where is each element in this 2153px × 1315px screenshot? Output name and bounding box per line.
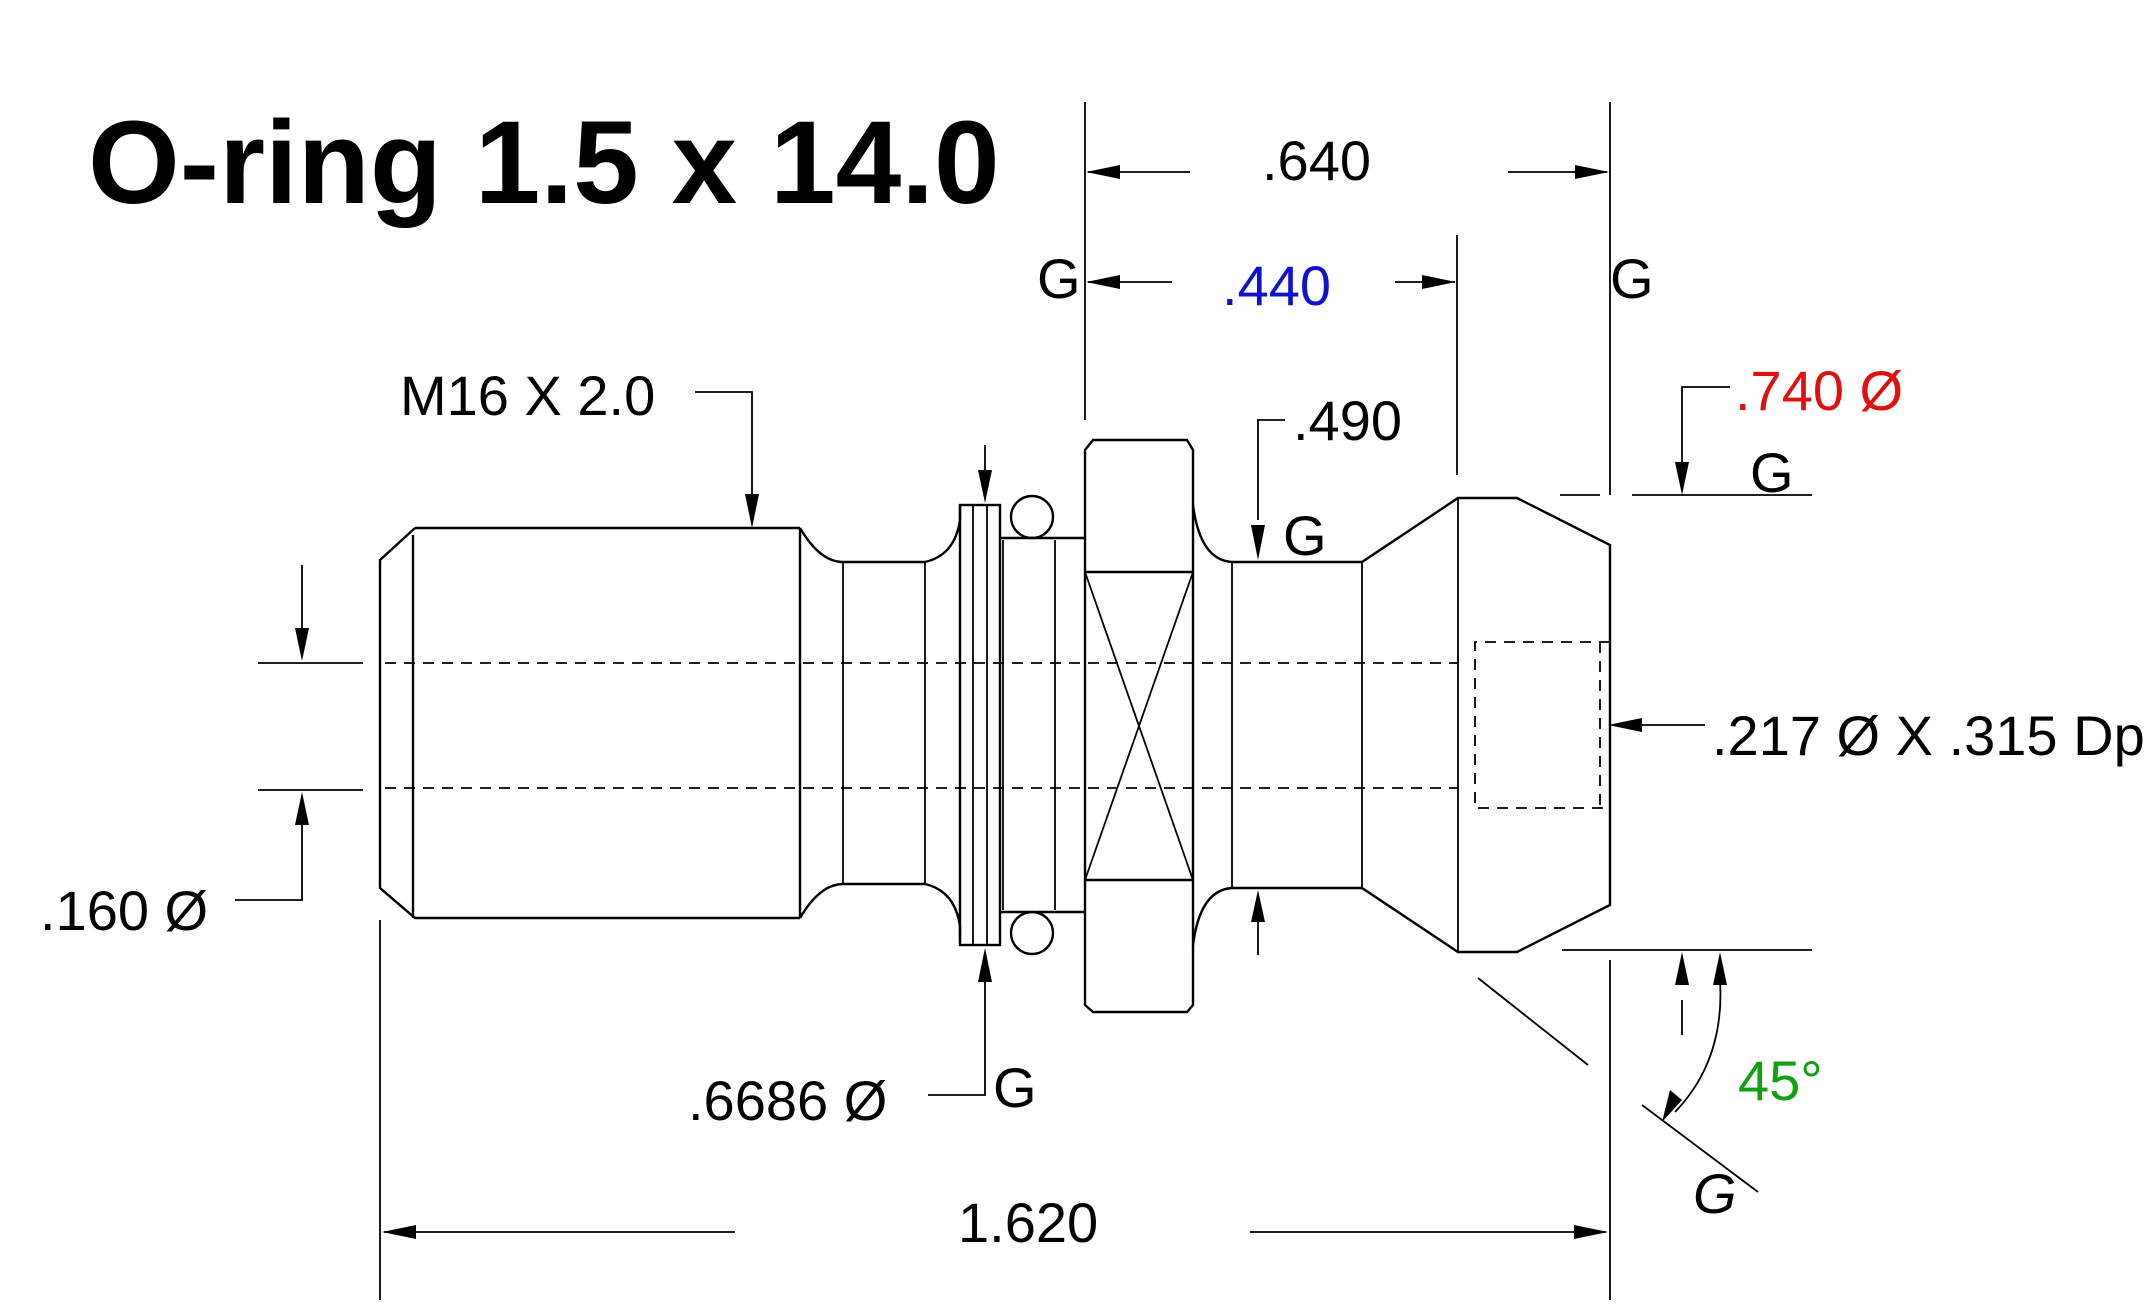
dim-bore-diameter: .160 Ø — [40, 565, 363, 942]
gdt-g-head-right: G — [1610, 247, 1654, 310]
dim-490-label: .490 — [1293, 389, 1402, 452]
gdt-g-head-diameter: G — [1750, 441, 1794, 504]
dim-head-length: .640 — [1086, 129, 1609, 192]
dim-6686-label: .6686 Ø — [688, 1069, 887, 1132]
dim-chamfer-angle: 45° G — [1477, 952, 1823, 1225]
part-outline — [378, 438, 1612, 1014]
drawing-title: O-ring 1.5 x 14.0 — [88, 97, 1000, 229]
dim-groove-diameter: .6686 Ø G — [688, 948, 1037, 1132]
dim-head-diameter: .740 Ø G — [1560, 359, 1903, 1035]
dim-740-label: .740 Ø — [1735, 359, 1903, 422]
dim-640-label: .640 — [1262, 129, 1371, 192]
gdt-g-neck: G — [1283, 504, 1327, 567]
gdt-g-angle: G — [1693, 1162, 1737, 1225]
dim-440-label: .440 — [1222, 254, 1331, 317]
gdt-g-head-left: G — [1037, 247, 1081, 310]
dim-head-sub-length: .440 G G — [1037, 247, 1654, 317]
dim-160-label: .160 Ø — [40, 879, 208, 942]
callout-thread: M16 X 2.0 — [400, 364, 759, 528]
callout-tapped-hole: .217 Ø X .315 Dp — [1608, 704, 2145, 767]
gdt-g-groove: G — [993, 1056, 1037, 1119]
dim-1620-label: 1.620 — [958, 1191, 1098, 1254]
angle-label: 45° — [1738, 1049, 1823, 1112]
tapped-hole-label: .217 Ø X .315 Dp — [1712, 704, 2145, 767]
thread-label: M16 X 2.0 — [400, 364, 655, 427]
dim-neck-diameter: .490 G — [1251, 389, 1402, 955]
dim-overall-length: 1.620 — [379, 920, 1611, 1300]
